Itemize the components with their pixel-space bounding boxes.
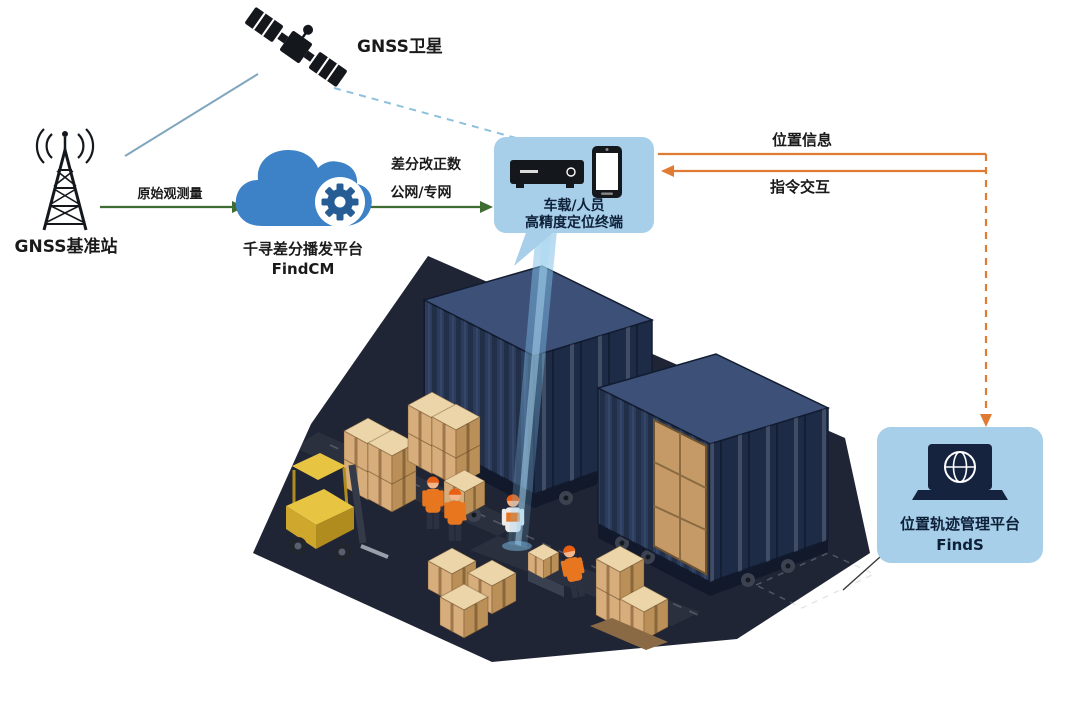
satellite-icon (245, 7, 347, 87)
command-interaction-label: 指令交互 (769, 178, 831, 196)
platform-card (842, 427, 1043, 591)
position-info-label: 位置信息 (771, 131, 833, 149)
cloud-gear-icon (235, 150, 372, 227)
satellite-label: GNSS卫星 (357, 37, 443, 57)
raw-observation-label: 原始观测量 (137, 187, 203, 202)
container-2 (595, 353, 831, 596)
command-interaction-line (661, 165, 986, 177)
correction-label-2: 公网/专网 (390, 185, 452, 201)
satellite-terminal-link (333, 87, 528, 142)
cloud-product-label: FindCM (271, 260, 335, 278)
base-station-label: GNSS基准站 (14, 237, 118, 257)
terminal-card-line1: 车载/人员 (543, 198, 605, 214)
pallet-bottom (590, 544, 670, 650)
receiver-box-icon (510, 160, 584, 188)
platform-product-label: FindS (936, 536, 984, 554)
smartphone-icon (592, 146, 622, 198)
platform-name-label: 位置轨迹管理平台 (899, 515, 1021, 533)
terminal-card-line2: 高精度定位终端 (525, 215, 623, 231)
workers (422, 476, 590, 600)
terminal-card (494, 137, 654, 266)
positioning-beam (502, 230, 557, 551)
gear-icon (321, 183, 359, 221)
position-info-line (658, 152, 992, 427)
warehouse-illustration (253, 256, 876, 662)
base-station-icon (35, 128, 95, 231)
correction-arrow (368, 201, 493, 213)
laptop-globe-icon (912, 444, 1008, 500)
cloud-name-label: 千寻差分播发平台 (242, 240, 364, 258)
forklift (286, 453, 389, 561)
correction-label-1: 差分改正数 (391, 157, 461, 173)
satellite-base-link (124, 73, 259, 157)
